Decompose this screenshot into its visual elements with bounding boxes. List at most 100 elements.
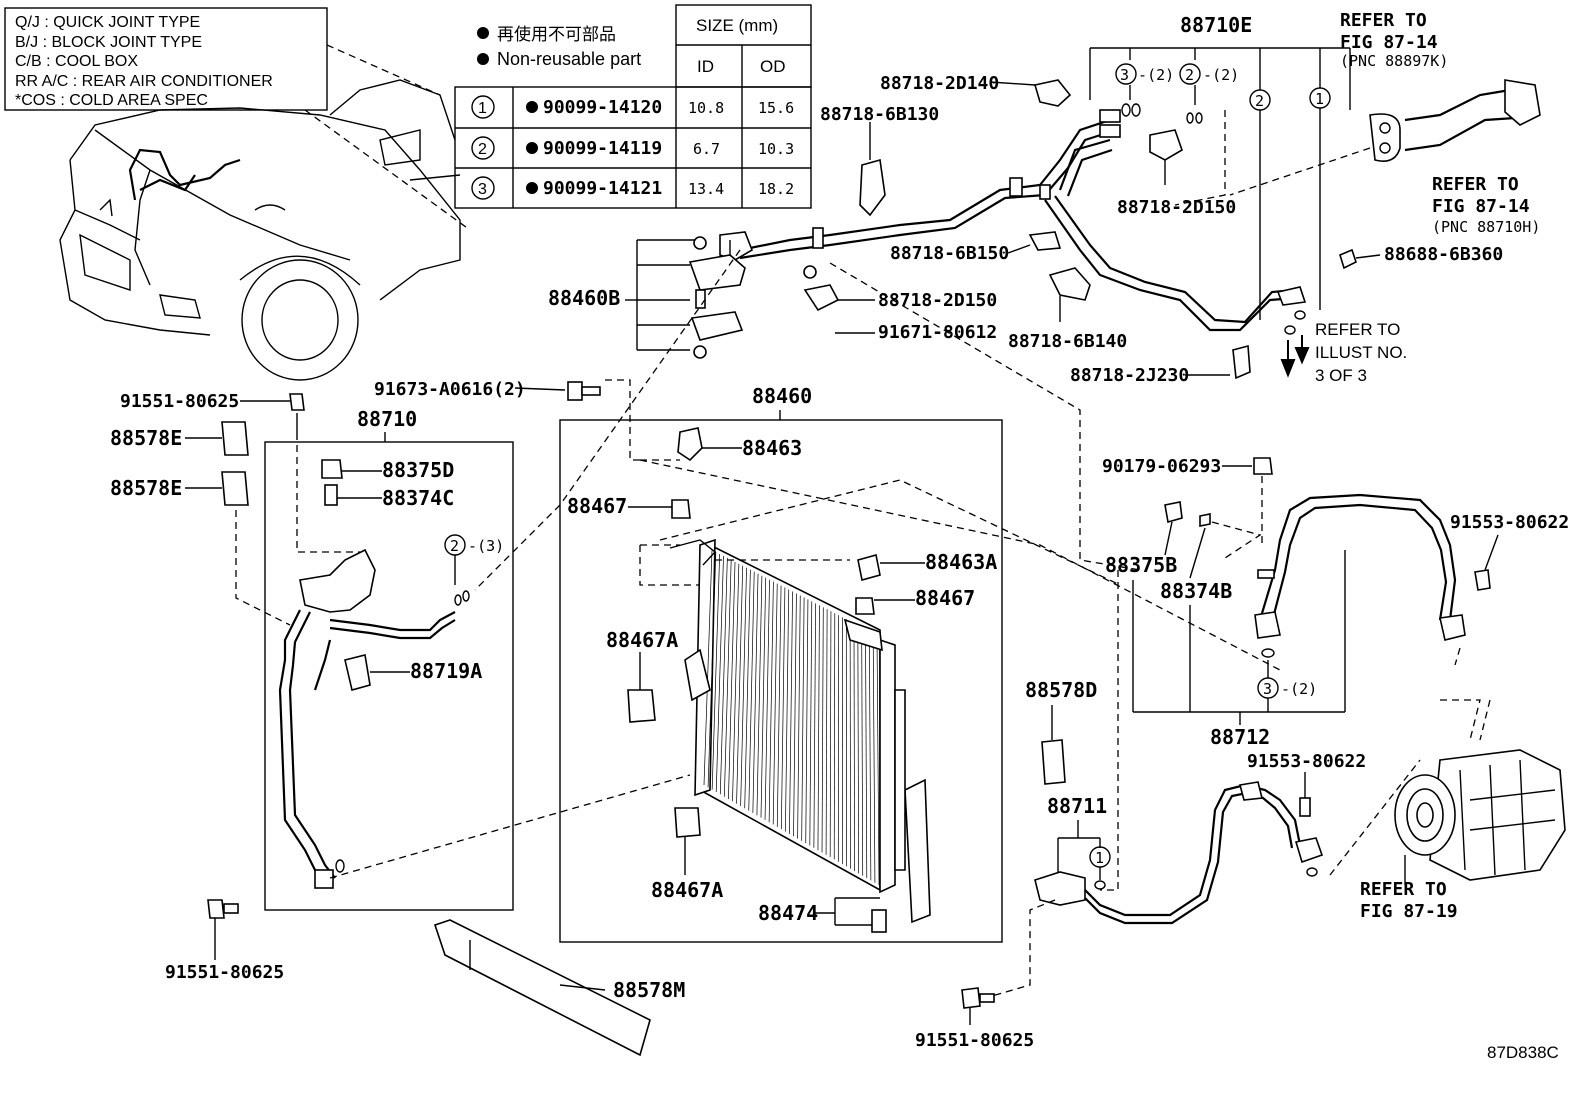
label-88375d: 88375D: [382, 458, 454, 482]
fin-line: [876, 634, 880, 886]
diagram-id: 87D838C: [1487, 1043, 1559, 1062]
legend-line-5: *COS : COLD AREA SPEC: [15, 92, 208, 109]
label-91673-a0616: 91673-A0616(2): [374, 379, 526, 400]
legend-line-2: B/J : BLOCK JOINT TYPE: [15, 34, 202, 51]
legend-line-1: Q/J : QUICK JOINT TYPE: [15, 14, 200, 31]
row1-id: 10.8: [688, 99, 724, 117]
size-header: SIZE (mm): [696, 16, 778, 35]
fin-line: [776, 585, 782, 827]
fin-line: [780, 587, 786, 830]
fin-line: [853, 623, 855, 872]
vehicle-illustration: [59, 79, 461, 381]
qty-2-2-a: 2 -(2): [1185, 66, 1239, 84]
label-88463: 88463: [742, 436, 802, 460]
ref-fig87-14-a-l3: (PNC 88897K): [1340, 52, 1448, 70]
ref-fig87-19-l2: FIG 87-19: [1360, 901, 1458, 922]
qty-3-2-a: 3 -(2): [1120, 66, 1174, 84]
fin-line: [707, 551, 717, 788]
fin-line: [809, 601, 813, 846]
fin-line: [715, 555, 724, 792]
circle-1: 1: [1315, 90, 1324, 108]
circle-2: 2: [1255, 92, 1264, 110]
fin-line: [756, 575, 763, 816]
label-88718-2d140: 88718-2D140: [880, 73, 999, 94]
fin-line: [752, 573, 759, 813]
fin-line: [732, 563, 740, 802]
group-88712: 90179-06293 88375B 88374B 88712 3 -(2) 9…: [1102, 456, 1569, 749]
fin-line: [793, 593, 797, 837]
fin-line: [719, 557, 728, 795]
label-88467a-b: 88467A: [651, 878, 723, 902]
fin-line: [728, 561, 736, 799]
oring-table: 再使用不可部品 Non-reusable part SIZE (mm) ID O…: [454, 4, 812, 209]
label-88688-6b360: 88688-6B360: [1384, 244, 1503, 265]
ref-fig87-19-l1: REFER TO: [1360, 879, 1447, 900]
label-91551-80625-a: 91551-80625: [120, 391, 239, 412]
ref-fig87-14-b-l3: (PNC 88710H): [1432, 218, 1540, 236]
ref-fig87-14-b-l1: REFER TO: [1432, 174, 1519, 195]
qty-2-3: 2 -(3): [450, 537, 504, 555]
ref-fig87-14-a-l1: REFER TO: [1340, 10, 1427, 31]
label-88375b: 88375B: [1105, 553, 1177, 577]
fin-line: [857, 625, 860, 874]
fin-line: [789, 591, 793, 834]
label-88711: 88711: [1047, 794, 1107, 818]
legend-box: Q/J : QUICK JOINT TYPE B/J : BLOCK JOINT…: [4, 7, 328, 111]
group-88460: 88460 88463 88467 88463A 88467 88467A 88…: [559, 384, 1003, 943]
fin-line: [817, 605, 820, 851]
label-91551-80625-b: 91551-80625: [165, 962, 284, 983]
fin-line: [768, 581, 774, 823]
ref-illust-l1: REFER TO: [1315, 320, 1400, 339]
row3-id: 13.4: [688, 180, 724, 198]
fin-line: [829, 611, 832, 858]
fin-line: [805, 599, 809, 844]
oring-note-jp: 再使用不可部品: [497, 24, 616, 44]
fin-line: [785, 589, 790, 832]
small-clamps: [803, 79, 1541, 380]
label-88374c: 88374C: [382, 486, 454, 510]
group-88710e: 88710E 3 -(2) 2 -(2) 2 1: [1089, 13, 1351, 378]
condenser-fins: [703, 549, 880, 886]
row2-id: 6.7: [693, 140, 720, 158]
row1-no: 1: [478, 100, 487, 117]
label-91551-80625-c: 91551-80625: [915, 1030, 1034, 1051]
bolt-91673: 91673-A0616(2): [374, 379, 640, 461]
label-88710e: 88710E: [1180, 13, 1252, 37]
label-88718-6b150: 88718-6B150: [890, 243, 1009, 264]
fin-line: [813, 603, 816, 848]
fin-line: [760, 577, 767, 818]
fin-line: [711, 553, 721, 790]
label-88718-6b140: 88718-6B140: [1008, 331, 1127, 352]
fin-line: [740, 567, 747, 806]
label-88578m: 88578M: [613, 978, 685, 1002]
fin-line: [872, 633, 876, 883]
bottom-left-parts: 91551-80625 88578M: [165, 899, 685, 1057]
group-88711: 88578D 88711 1 91553-80622 91551-80625: [915, 570, 1566, 1051]
circle-1-b: 1: [1095, 849, 1104, 867]
label-88374b: 88374B: [1160, 579, 1232, 603]
row3-part: 90099-14121: [543, 178, 662, 199]
row2-no: 2: [478, 141, 487, 158]
od-header: OD: [760, 57, 786, 76]
fin-line: [736, 565, 744, 804]
label-88710: 88710: [357, 407, 417, 431]
fin-line: [744, 569, 751, 809]
label-88460: 88460: [752, 384, 812, 408]
refer-labels-top: REFER TO FIG 87-14 (PNC 88897K) REFER TO…: [1315, 10, 1540, 385]
fin-line: [748, 571, 755, 811]
label-88718-2d150-a: 88718-2D150: [1117, 197, 1236, 218]
fin-line: [861, 627, 864, 876]
fin-line: [772, 583, 778, 825]
legend-line-4: RR A/C : REAR AIR CONDITIONER: [15, 73, 273, 90]
row3-no: 3: [478, 181, 487, 198]
legend-line-3: C/B : COOL BOX: [15, 53, 138, 70]
fin-line: [764, 579, 770, 820]
fin-line: [821, 607, 824, 853]
ref-illust-l3: 3 OF 3: [1315, 366, 1367, 385]
leaders-top: [835, 81, 1381, 376]
upper-pipes: [719, 109, 1296, 332]
label-88460b: 88460B: [548, 286, 620, 310]
label-88467-a: 88467: [567, 494, 627, 518]
